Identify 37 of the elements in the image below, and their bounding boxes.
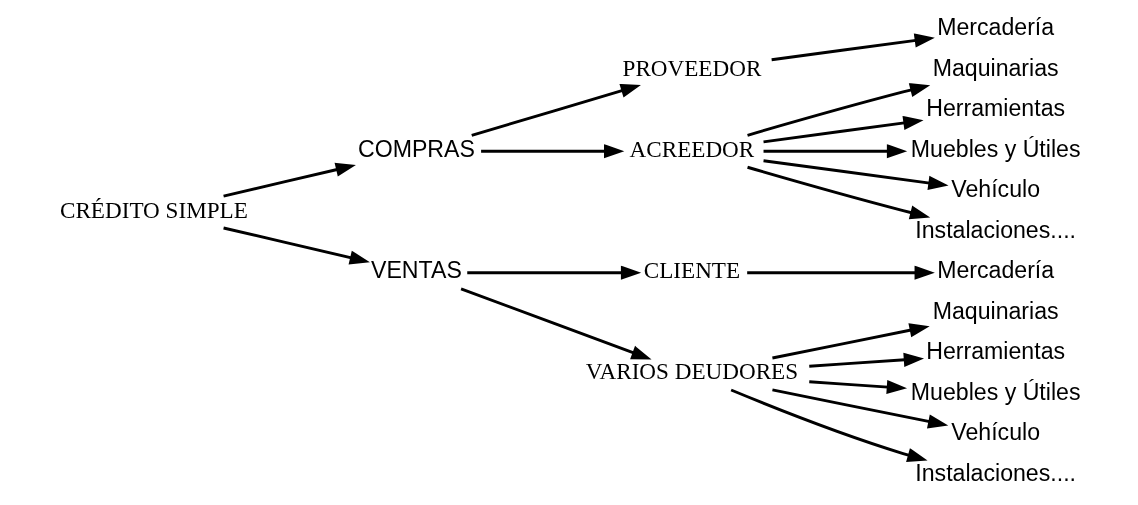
node-text: Muebles y Útiles xyxy=(910,135,1081,162)
node-text: Instalaciones.... xyxy=(915,459,1076,486)
arrow xyxy=(223,226,370,265)
node-text: Herramientas xyxy=(926,338,1066,365)
arrow xyxy=(471,83,641,137)
node-text: Maquinarias xyxy=(932,54,1059,81)
node-text: Mercadería xyxy=(937,14,1055,41)
arrow xyxy=(809,379,908,395)
node-text: CLIENTE xyxy=(643,257,741,284)
arrow xyxy=(763,144,908,159)
node-text: PROVEEDOR xyxy=(622,54,762,81)
arrow xyxy=(763,159,949,190)
node-text: Vehículo xyxy=(951,419,1041,446)
node-text: CRÉDITO SIMPLE xyxy=(60,196,248,223)
node-text: ACREEDOR xyxy=(629,135,755,162)
arrow xyxy=(772,388,949,429)
arrow xyxy=(460,287,652,360)
arrow xyxy=(771,33,935,62)
node-text: Muebles y Útiles xyxy=(910,378,1081,405)
node-text: Vehículo xyxy=(951,176,1041,203)
arrow xyxy=(763,115,924,144)
arrow xyxy=(747,83,931,137)
node-text: COMPRAS xyxy=(357,135,475,162)
arrow xyxy=(809,352,925,368)
arrow xyxy=(747,165,931,220)
arrow xyxy=(730,388,928,462)
node-text: Maquinarias xyxy=(932,297,1059,324)
arrow xyxy=(747,265,935,280)
arrow xyxy=(467,265,642,280)
arrow xyxy=(481,144,625,159)
node-text: Herramientas xyxy=(926,95,1066,122)
node-text: Instalaciones.... xyxy=(915,216,1076,243)
arrow xyxy=(223,162,356,198)
node-text: Mercadería xyxy=(937,257,1055,284)
arrow xyxy=(772,323,930,360)
node-text: VARIOS DEUDORES xyxy=(585,358,799,385)
node-text: VENTAS xyxy=(371,257,462,284)
